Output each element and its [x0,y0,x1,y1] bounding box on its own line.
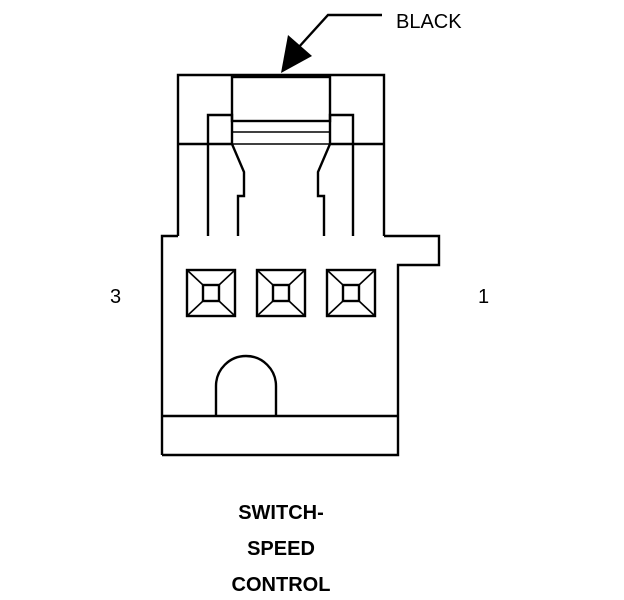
title-line-1: SWITCH- [238,502,324,524]
connector-title: SWITCH- SPEED CONTROL [232,502,331,596]
color-label: BLACK [396,11,462,33]
lower-left-edge [160,234,178,455]
color-callout: BLACK [281,11,462,73]
locking-latch [206,75,355,236]
upper-housing [176,73,386,236]
latch-top [230,75,332,123]
pin-label-left: 3 [110,286,121,308]
pin-label-right: 1 [478,286,489,308]
polarization-key [214,354,278,416]
latch-left-guide [206,113,246,236]
terminal-cavity-1 [325,268,377,318]
lower-right-edge-with-tab [162,234,441,457]
title-line-3: CONTROL [232,574,331,596]
arrowhead [281,35,312,73]
title-line-2: SPEED [247,538,315,560]
latch-right-guide [316,113,355,236]
leader-line [297,13,382,49]
connector-body [160,73,441,457]
terminal-cavity-3 [185,268,237,318]
terminal-cavity-2 [255,268,307,318]
